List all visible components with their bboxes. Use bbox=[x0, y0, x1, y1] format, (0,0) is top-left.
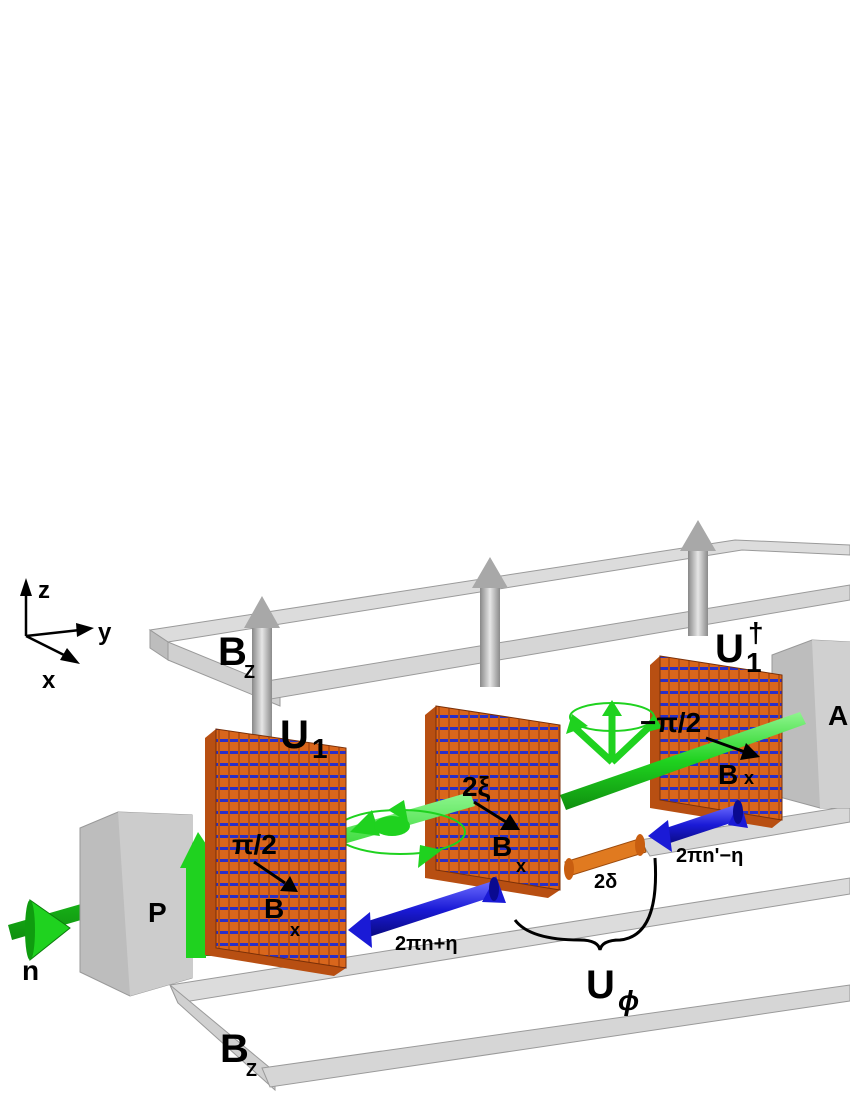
precession-ring-left bbox=[334, 800, 466, 868]
phase-segment-left bbox=[348, 876, 506, 948]
bz-arrow-icon bbox=[472, 557, 508, 687]
coordinate-axes: z y x bbox=[20, 577, 112, 694]
bx-subscript-2: x bbox=[516, 856, 526, 876]
phase-right-label: 2πn'−η bbox=[676, 845, 743, 867]
analyzer-label: A bbox=[828, 700, 848, 731]
bz-bottom-subscript: Z bbox=[246, 1060, 257, 1080]
minus-pi-half-label: −π/2 bbox=[640, 707, 701, 738]
bz-bottom-label: B bbox=[220, 1027, 249, 1071]
u1-label: U bbox=[280, 713, 309, 757]
polarizer-label: P bbox=[148, 897, 167, 928]
bz-top-label: B bbox=[218, 630, 247, 674]
u1-dagger-label: U bbox=[715, 627, 744, 671]
two-delta-label: 2δ bbox=[594, 871, 617, 893]
axis-y-label: y bbox=[98, 619, 112, 646]
bx-label-2: B bbox=[492, 831, 512, 862]
bz-top-subscript: Z bbox=[244, 662, 255, 682]
phase-left-label: 2πn+η bbox=[395, 933, 458, 955]
bz-field-arrows bbox=[244, 520, 716, 740]
u-phi-subscript: ϕ bbox=[618, 985, 639, 1016]
neutron-arrow-icon bbox=[25, 899, 71, 962]
bx-arrow-icon bbox=[253, 860, 298, 892]
bx-arrow-icon bbox=[473, 800, 520, 830]
bx-subscript-3: x bbox=[744, 768, 754, 788]
bx-label-3: B bbox=[718, 759, 738, 790]
bx-label-1: B bbox=[264, 893, 284, 924]
axis-z-label: z bbox=[38, 577, 50, 604]
bx-arrow-icon bbox=[705, 736, 760, 760]
coil-middle bbox=[425, 705, 561, 898]
neutron-label: n bbox=[22, 955, 39, 986]
bx-subscript-1: x bbox=[290, 920, 300, 940]
phase-segment-right bbox=[648, 800, 748, 852]
u-phi-label: U bbox=[586, 963, 615, 1007]
two-xi-label: 2ξ bbox=[462, 771, 491, 802]
polarizer-block: P bbox=[79, 811, 193, 997]
precession-ring-right bbox=[566, 700, 662, 765]
coil-u1 bbox=[205, 728, 347, 976]
u-phi-bracket bbox=[513, 857, 658, 951]
u1-dagger-subscript: 1 bbox=[746, 647, 762, 678]
axis-x-label: x bbox=[42, 667, 56, 694]
pi-half-label: π/2 bbox=[232, 829, 277, 860]
analyzer-block: A bbox=[771, 639, 850, 809]
u1-subscript: 1 bbox=[312, 733, 328, 764]
spin-beam-rear bbox=[560, 712, 806, 810]
bx-arrows bbox=[253, 736, 760, 892]
bz-arrow-icon bbox=[244, 596, 280, 740]
bz-arrow-icon bbox=[680, 520, 716, 636]
delta-phase-segment bbox=[564, 834, 647, 880]
u1-dagger-superscript: † bbox=[748, 617, 764, 648]
